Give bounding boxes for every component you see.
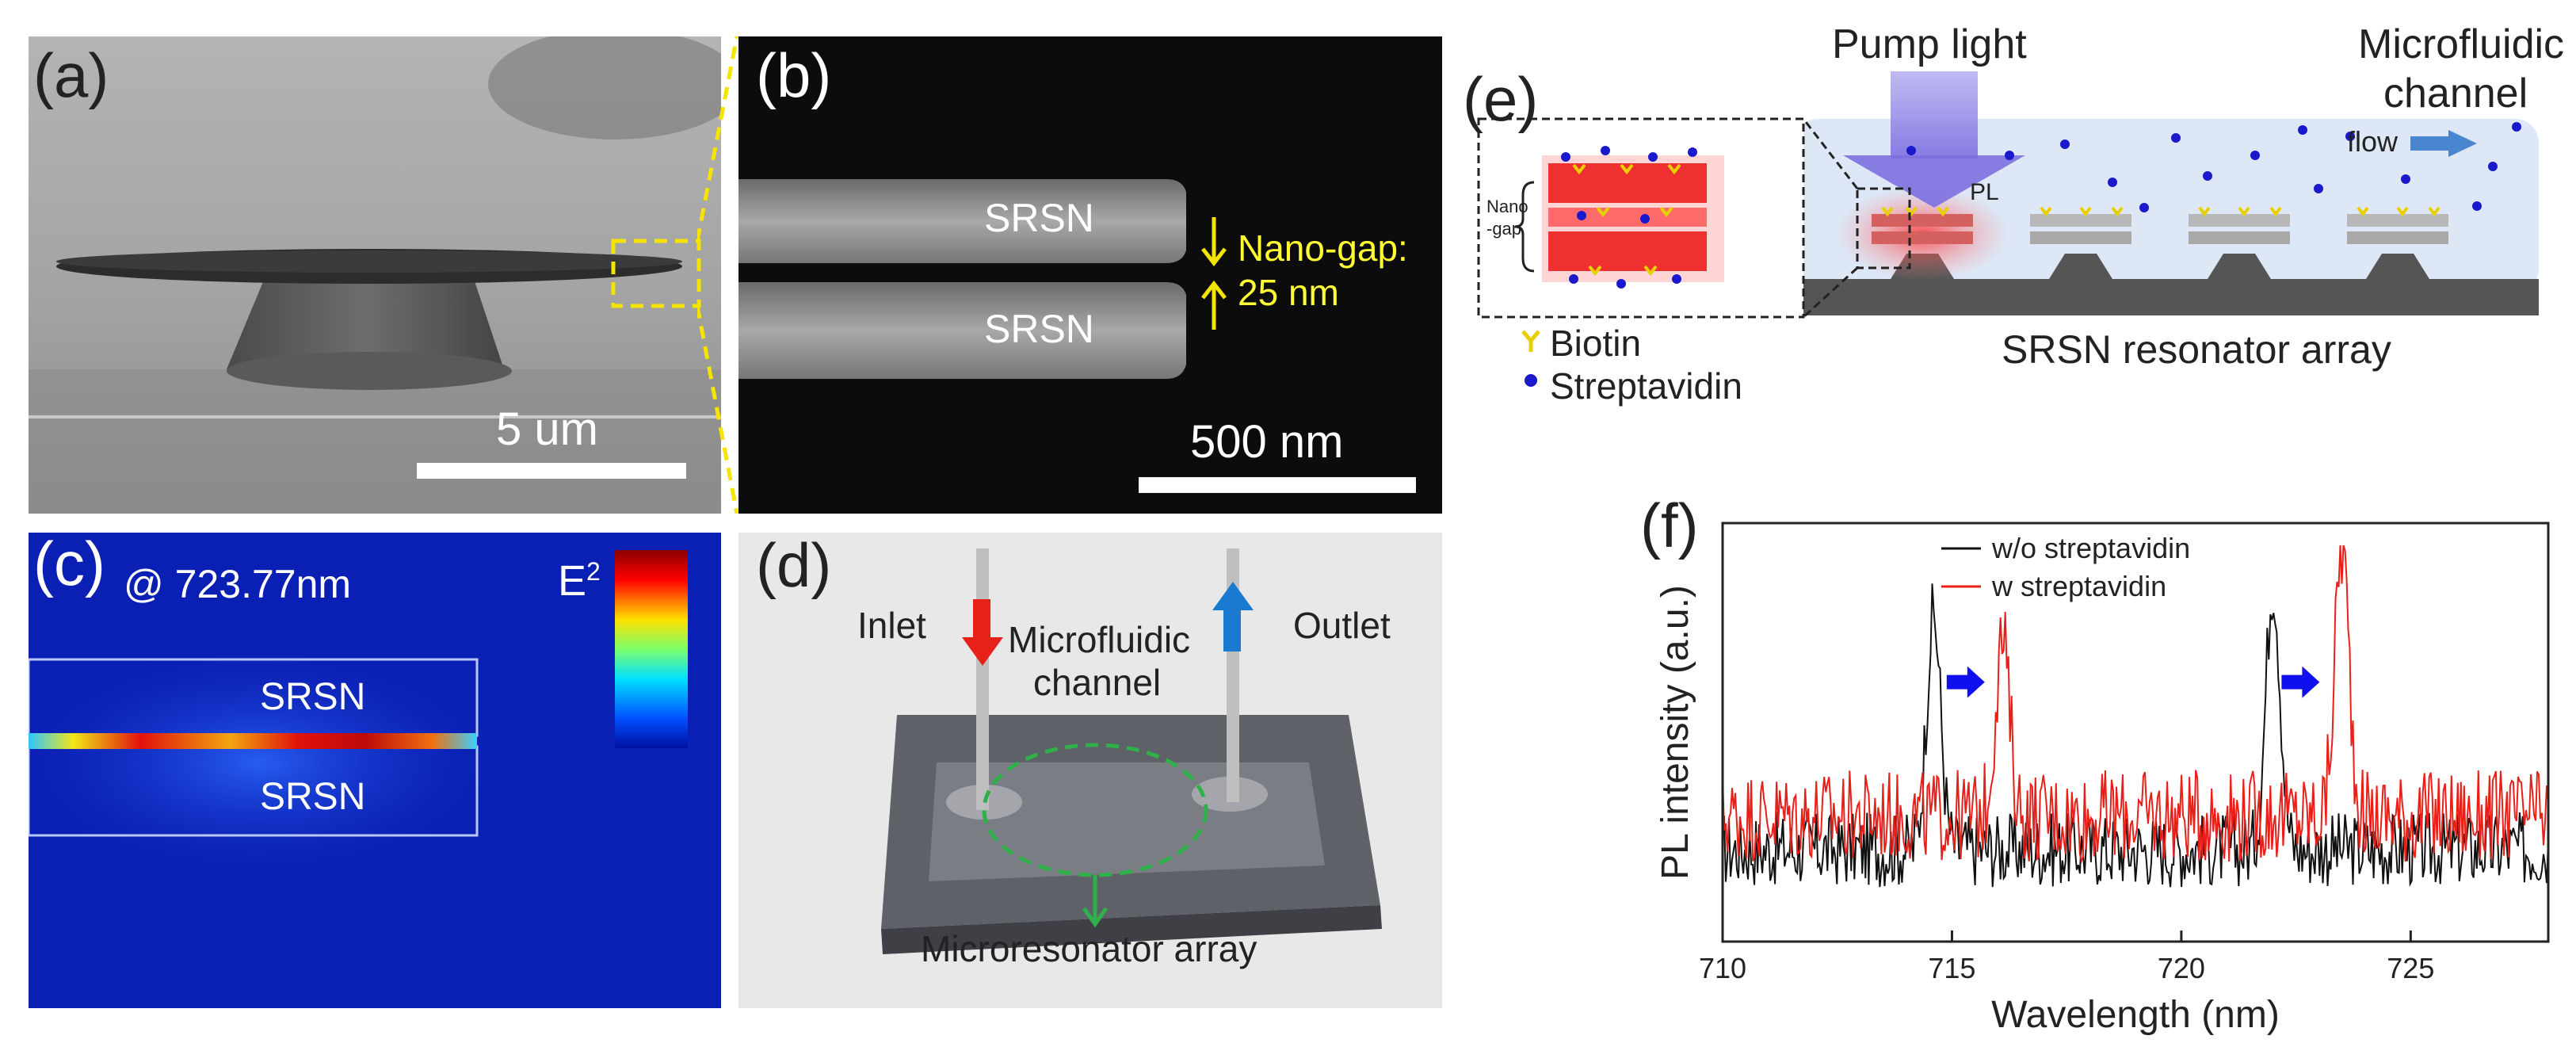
substrate: [1794, 279, 2539, 315]
streptavidin-dots: [1906, 122, 2521, 212]
nanogap-inset-label-2: -gap: [1486, 219, 1522, 239]
flow-label: flow: [2347, 125, 2399, 158]
panel-e-schematic: (e) Pump light Microfluidic channel flow…: [1463, 0, 2576, 428]
panel-a-label: (a): [33, 40, 109, 110]
chip-channel-label-1: Microfluidic: [1008, 619, 1191, 660]
panel-f-label: (f): [1640, 491, 1699, 560]
legend-entry: w/o streptavidin: [1991, 532, 2190, 564]
panel-e-label: (e): [1463, 64, 1539, 134]
gap-field-hotspot: [29, 733, 477, 749]
panel-f-chart: (f) 710 715 720 725 w/o streptavidin w strep…: [1640, 476, 2575, 1046]
legend-biotin-icon: [1521, 330, 1540, 352]
nanogap-arrows: [1201, 217, 1227, 330]
pl-label: PL: [1970, 179, 1999, 205]
simulation-wavelength: @ 723.77nm: [124, 562, 352, 606]
biotin-markers: [1881, 206, 2441, 217]
field-srsn-label-top: SRSN: [260, 676, 366, 718]
inlet-label: Inlet: [857, 605, 926, 646]
panel-c-label: (c): [33, 533, 105, 598]
resonator-array-label: SRSN resonator array: [2002, 327, 2391, 372]
x-tick-label: 710: [1699, 952, 1746, 984]
nanogap-inset: [1477, 117, 1805, 319]
resonator-3: [2189, 214, 2290, 244]
microfluidic-channel-label-1: Microfluidic: [2358, 21, 2565, 67]
pump-light-label: Pump light: [1832, 21, 2027, 67]
legend-streptavidin-label: Streptavidin: [1550, 365, 1742, 407]
outlet-arrow: [1212, 582, 1254, 652]
resonator-1: [1872, 214, 1973, 244]
x-tick-label: 720: [2158, 952, 2205, 984]
panel-a-sem-image: (a) 5 um: [29, 36, 721, 514]
x-tick-label: 715: [1928, 952, 1975, 984]
colorbar: [615, 550, 688, 748]
nanogap-label-line2: 25 nm: [1238, 272, 1339, 313]
microfluidic-channel-label-2: channel: [2383, 71, 2528, 117]
legend-streptavidin-icon: [1525, 374, 1537, 387]
zoom-box-e: [1856, 187, 1911, 269]
array-pointer-arrow: [1082, 875, 1109, 928]
resonator-4: [2347, 214, 2448, 244]
scale-bar-a-label: 5 um: [496, 403, 598, 455]
resonator-2: [2030, 214, 2131, 244]
legend-biotin-label: Biotin: [1550, 323, 1642, 364]
field-map-illustration: [29, 550, 688, 889]
chip-illustration: [881, 548, 1382, 954]
zoom-box: [611, 239, 701, 308]
channel-region-outline: [982, 743, 1208, 877]
x-tick-label: 725: [2387, 952, 2434, 984]
srsn-label-bottom: SRSN: [984, 307, 1094, 351]
peak-shift-arrow: [2281, 666, 2320, 698]
sem-nanogap-illustration: [738, 179, 1416, 493]
scale-bar-b: [1139, 477, 1416, 493]
sem-microdisk-illustration: [29, 36, 721, 514]
chip-channel-label-2: channel: [1033, 662, 1162, 703]
panel-b-label: (b): [756, 40, 832, 110]
pump-light-arrow: [1843, 71, 2025, 208]
flow-arrow: [2410, 130, 2477, 157]
peak-shift-arrow: [1946, 666, 1985, 698]
field-srsn-label-bottom: SRSN: [260, 776, 366, 818]
outlet-label: Outlet: [1293, 605, 1391, 646]
series-line-with-streptavidin: [1722, 545, 2549, 864]
srsn-label-top: SRSN: [984, 196, 1094, 240]
plot-frame: [1721, 522, 2550, 943]
microresonator-array-label: Microresonator array: [921, 928, 1257, 969]
panel-b-sem-image: (b) SRSN SRSN Nano-gap: 25 nm 500 nm: [738, 36, 1442, 514]
nanogap-label-line1: Nano-gap:: [1238, 227, 1408, 269]
sensing-schematic: [1477, 71, 2539, 387]
inlet-arrow: [962, 599, 1003, 666]
panel-c-field-map: (c) @ 723.77nm E2 SRSN SRSN: [29, 533, 721, 1008]
pl-spectrum-chart: 710 715 720 725 w/o streptavidin w streptavi…: [1654, 522, 2550, 1036]
legend-entry: w streptavidin: [1991, 570, 2166, 602]
scale-bar-a: [417, 463, 686, 479]
y-axis-label: PL intensity (a.u.): [1654, 585, 1696, 880]
series-line-without-streptavidin: [1722, 583, 2549, 888]
scale-bar-b-label: 500 nm: [1190, 416, 1344, 468]
panel-d-label: (d): [756, 533, 832, 600]
x-axis-label: Wavelength (nm): [1991, 994, 2280, 1036]
zoom-connector-lines: [697, 36, 739, 514]
panel-d-chip-photo: (d) Inlet Outlet Microfluidic channel Mi…: [738, 533, 1442, 1008]
nanogap-inset-label-1: Nano: [1486, 197, 1528, 216]
colorbar-label: E2: [558, 557, 601, 605]
